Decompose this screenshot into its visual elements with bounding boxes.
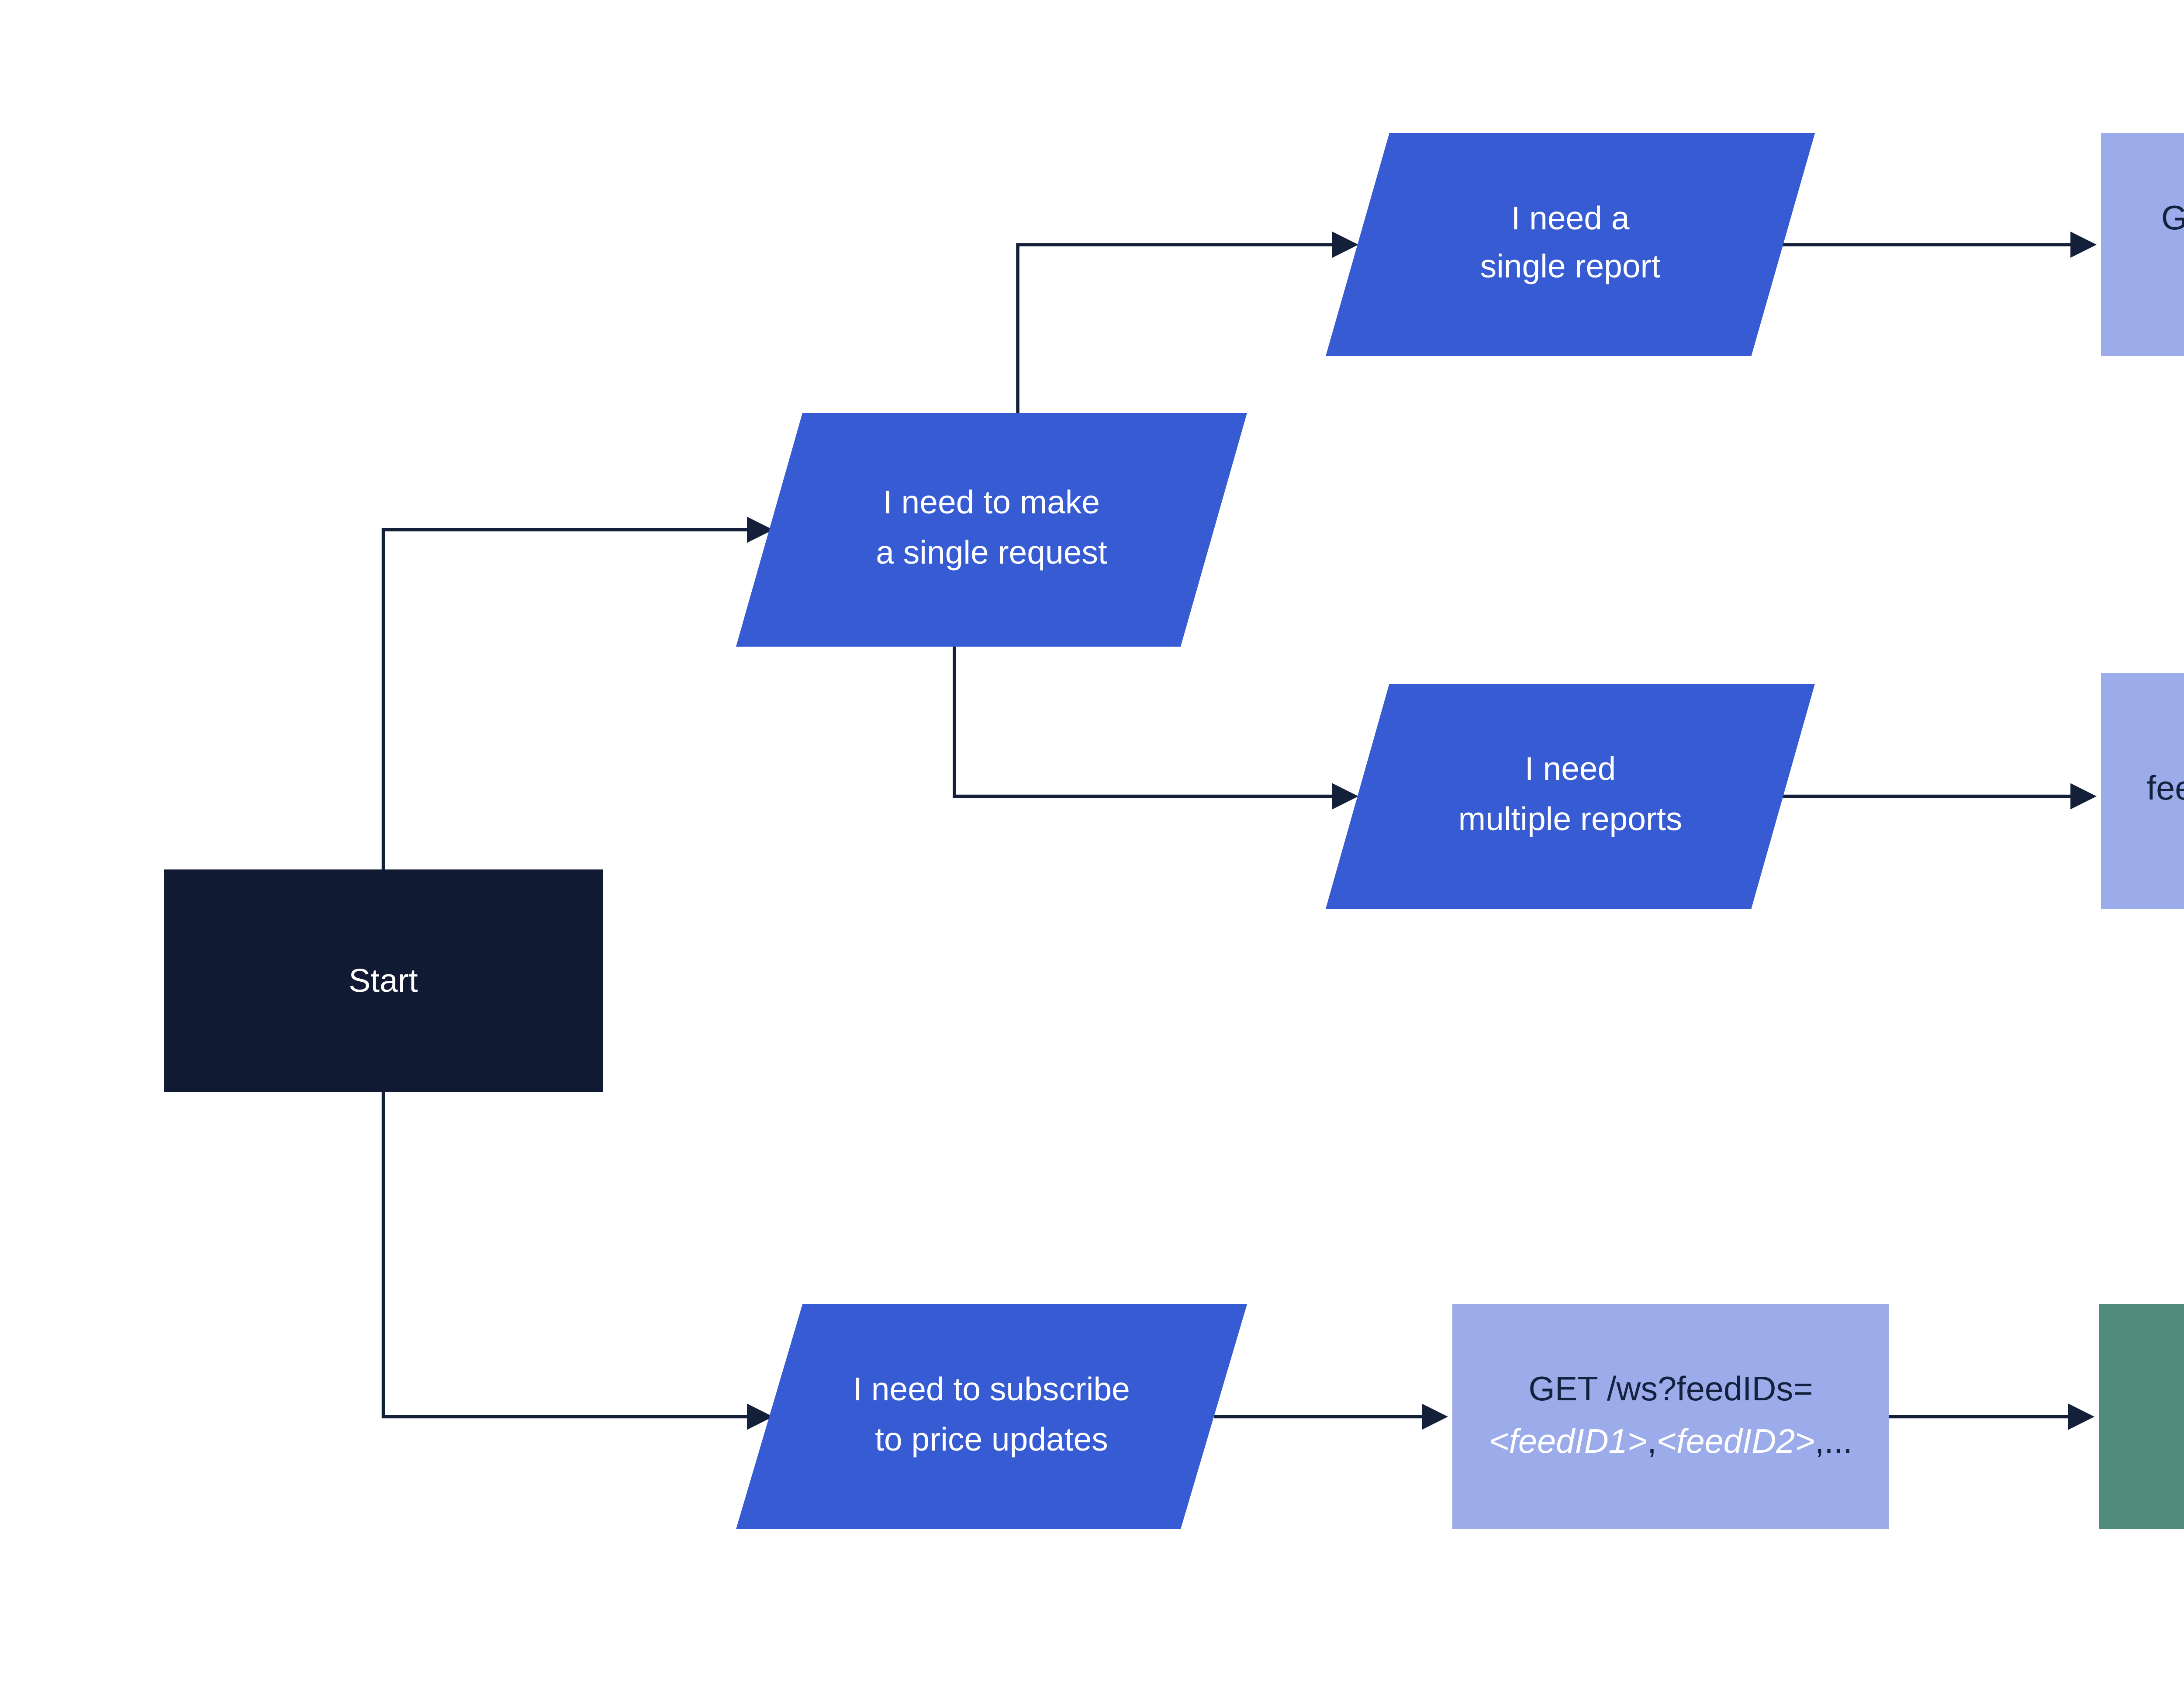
request-code-line: <feedID1>,<feedID2>,... — [1489, 1417, 1852, 1468]
connector-single-request-to-multiple-reports — [953, 646, 1359, 810]
code-text: GET /ws?feedIDs= — [1528, 1372, 1813, 1410]
decision-label-line: I need to make — [883, 485, 1100, 522]
code-text: feedIDs= — [2146, 770, 2184, 808]
request-websocket-box: GET /ws?feedIDs= <feedID1>,<feedID2>,... — [1452, 1304, 1889, 1529]
result-websocket-stream-box: [feedID1, report] [feedID2, report] ... — [2099, 1304, 2184, 1529]
request-code-line: GET /reports?feedID=<feedID>& — [2161, 194, 2184, 245]
request-code-line: feedIDs=<feedID1>,<feedID2>,...& — [2147, 766, 2184, 815]
connector-multiple-reports-to-get-bulk — [1782, 783, 2097, 810]
decision-single-request: I need to make a single request — [736, 413, 1247, 647]
decision-multiple-reports: I need multiple reports — [1326, 684, 1815, 909]
connector-start-to-subscribe — [381, 1092, 774, 1430]
start-label: Start — [349, 962, 418, 1000]
connector-start-to-single-request — [381, 516, 774, 869]
code-variable: <feedID2> — [1656, 1423, 1815, 1461]
start-node: Start — [164, 869, 603, 1092]
code-text: , — [1647, 1423, 1657, 1461]
code-variable: <feedID1> — [1489, 1423, 1648, 1461]
decision-label-line: I need — [1524, 751, 1616, 789]
decision-label-line: a single request — [876, 534, 1107, 571]
request-bulk-reports-box: GET /reports/bulk? feedIDs=<feedID1>,<fe… — [2101, 673, 2184, 909]
decision-label-line: I need a — [1511, 200, 1630, 237]
connector-get-ws-to-result-ws — [1889, 1403, 2094, 1430]
connector-subscribe-to-get-ws — [1214, 1403, 1448, 1430]
decision-single-report: I need a single report — [1326, 133, 1815, 356]
connector-single-report-to-get-single — [1782, 231, 2097, 258]
connector-single-request-to-single-report — [1016, 231, 1359, 413]
decision-subscribe-price-updates: I need to subscribe to price updates — [736, 1304, 1247, 1529]
decision-label-line: to price updates — [875, 1421, 1108, 1458]
request-code-line: GET /ws?feedIDs= — [1528, 1366, 1813, 1416]
decision-label-line: multiple reports — [1458, 800, 1683, 838]
code-text: ,... — [1814, 1423, 1852, 1461]
request-single-report-box: GET /reports?feedID=<feedID>& timestamp=… — [2101, 133, 2184, 356]
code-text: GET /reports?feedID= — [2161, 201, 2184, 238]
decision-label-line: I need to subscribe — [853, 1372, 1130, 1409]
decision-label-line: single report — [1480, 249, 1661, 286]
